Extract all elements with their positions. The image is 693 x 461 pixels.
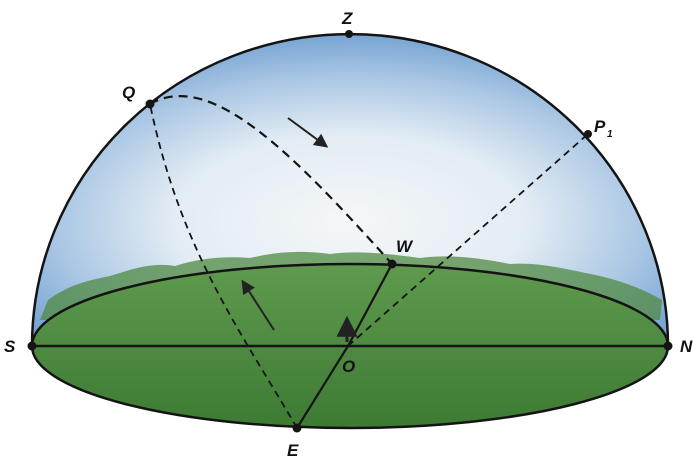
arc-e-q-dashed (149, 103, 298, 429)
point-n (663, 341, 673, 351)
point-p1 (584, 130, 592, 138)
label-o: O (342, 357, 355, 376)
label-s: S (4, 337, 16, 356)
label-e: E (287, 441, 299, 460)
polar-axis-dashed (347, 133, 589, 347)
label-q: Q (122, 83, 135, 102)
point-s (27, 341, 37, 351)
label-n: N (680, 337, 693, 356)
point-q (145, 99, 155, 109)
label-p-subscript: 1 (607, 129, 613, 140)
label-p: P (594, 117, 606, 136)
point-z (345, 30, 353, 38)
sky-motion-arrow (287, 117, 329, 148)
ground-motion-arrow (241, 279, 275, 331)
line-o-e (296, 345, 349, 429)
point-e (292, 423, 302, 433)
point-w (387, 259, 397, 269)
label-w: W (396, 237, 414, 256)
label-z: Z (341, 9, 353, 28)
